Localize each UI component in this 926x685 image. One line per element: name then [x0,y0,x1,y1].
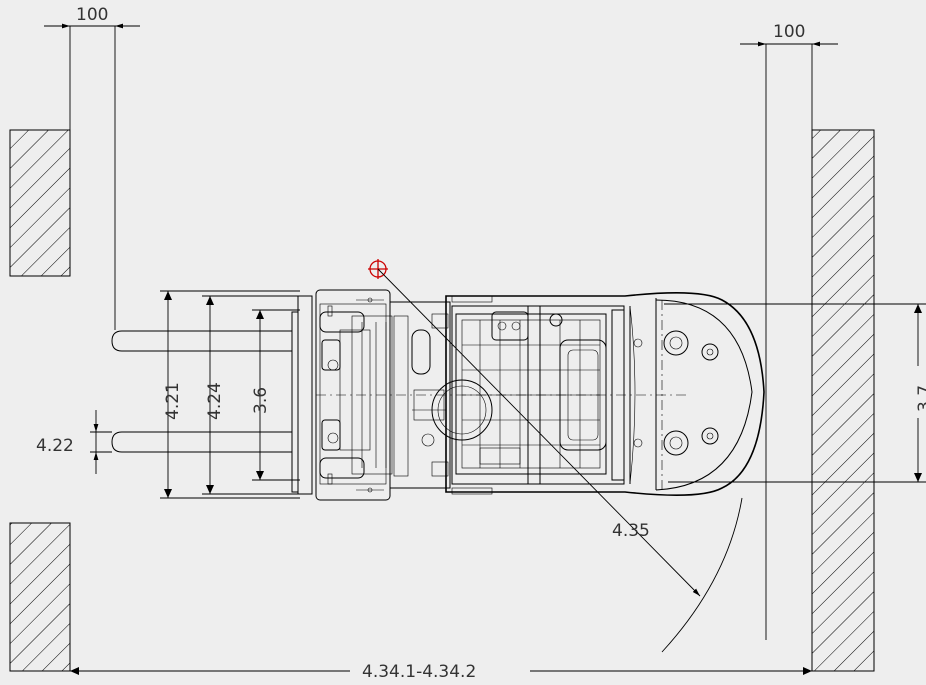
dim-fork-spacing-outer-label: 4.21 [163,382,183,420]
rack-top-left [9,129,71,277]
dim-fork-spacing-inner: 3.6 [251,309,300,481]
dim-turning-radius-label: 4.35 [612,521,650,541]
dim-turning-radius: 4.35 [377,268,743,653]
dim-fork-spacing-mid-label: 4.24 [205,382,225,420]
forks [111,295,313,495]
dim-fork-spacing-outer: 4.21 [160,290,300,499]
dim-fork-width-label: 4.22 [36,436,74,456]
dim-top-right-gap: 100 [740,22,838,640]
dim-stacking-aisle-label: 4.34.1-4.34.2 [362,662,476,682]
dim-top-left-label: 100 [76,5,108,25]
rack-right [811,129,875,672]
dim-top-left-gap: 100 [44,5,140,330]
dim-top-right-label: 100 [773,22,805,42]
dim-aisle-width: 3.7 [664,303,926,483]
dim-stacking-aisle: 4.34.1-4.34.2 [70,658,812,682]
dim-aisle-width-label: 3.7 [915,385,926,412]
forklift-top-view [315,289,765,501]
dim-fork-spacing-inner-label: 3.6 [251,387,271,414]
rack-bottom-left [9,522,71,672]
dim-fork-spacing-mid: 4.24 [202,295,300,495]
dim-fork-width: 4.22 [36,410,112,474]
